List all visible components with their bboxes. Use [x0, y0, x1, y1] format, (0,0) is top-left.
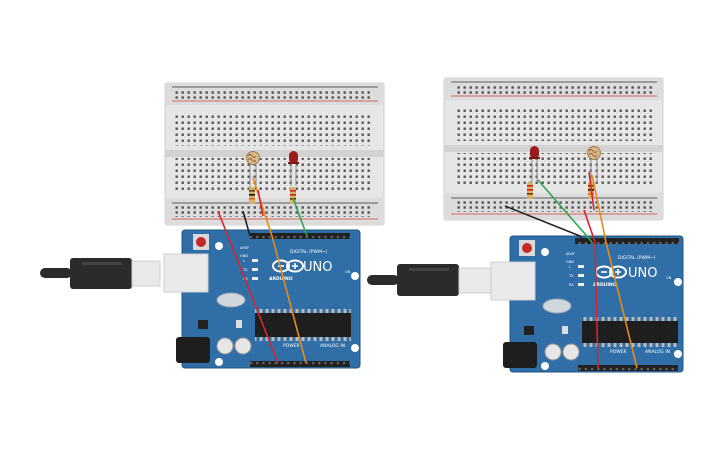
led — [288, 151, 299, 186]
usb-cable — [367, 264, 492, 296]
power-jack — [176, 337, 210, 363]
l-label: L — [569, 265, 571, 269]
arduino-uno-board: UNO ARDUINO DIGITAL (PWM~) POWER ANALOG … — [163, 229, 361, 369]
usb-port — [163, 253, 209, 293]
usb-port — [490, 261, 536, 301]
microcontroller-chip — [255, 313, 351, 337]
power-jack — [503, 342, 537, 368]
brand-label: ARDUINO — [593, 282, 617, 288]
wire-red-short — [588, 171, 595, 211]
uno-label: UNO — [628, 266, 657, 281]
wire-black — [242, 210, 251, 237]
wire-red-short — [257, 189, 264, 217]
wire-red — [217, 210, 279, 364]
wire-green — [292, 197, 308, 237]
resistor — [249, 187, 255, 204]
aref-label: AREF — [566, 252, 575, 256]
gnd-label: GND — [566, 260, 574, 264]
wire-black — [504, 205, 584, 243]
reset-button[interactable] — [196, 237, 206, 247]
wire-red — [583, 209, 599, 369]
uno-label: UNO — [303, 260, 332, 275]
reset-button[interactable] — [522, 243, 532, 253]
tx-label: TX — [568, 274, 574, 278]
wire-orange — [591, 174, 638, 369]
on-label: ON — [345, 270, 351, 274]
analog-label: ANALOG IN — [645, 349, 670, 355]
gnd-label: GND — [240, 254, 248, 258]
led — [529, 146, 540, 182]
left-setup: UNO ARDUINO DIGITAL (PWM~) POWER ANALOG … — [40, 82, 385, 369]
power-label: POWER — [283, 343, 300, 349]
photoresistor — [587, 146, 601, 183]
right-setup: UNO ARDUINO DIGITAL (PWM~) POWER ANALOG … — [367, 77, 684, 373]
power-label: POWER — [610, 349, 627, 355]
digital-label: DIGITAL (PWM~) — [290, 249, 328, 255]
usb-cable — [40, 258, 161, 289]
photoresistor — [246, 151, 260, 188]
wire-green — [537, 179, 593, 243]
digital-label: DIGITAL (PWM~) — [618, 255, 656, 261]
resistor — [527, 182, 533, 199]
wires — [217, 177, 308, 364]
rx-label: RX — [569, 283, 574, 287]
breadboard — [443, 77, 664, 221]
arduino-uno-board: UNO ARDUINO DIGITAL (PWM~) POWER ANALOG … — [490, 235, 684, 373]
on-label: ON — [666, 276, 672, 280]
analog-label: ANALOG IN — [320, 343, 345, 349]
breadboard — [164, 82, 385, 226]
l-label: L — [243, 259, 245, 263]
rx-label: RX — [243, 277, 248, 281]
wires — [504, 171, 638, 369]
brand-label: ARDUINO — [269, 276, 293, 282]
aref-label: AREF — [240, 246, 249, 250]
microcontroller-chip — [582, 321, 678, 343]
tx-label: TX — [242, 268, 248, 272]
